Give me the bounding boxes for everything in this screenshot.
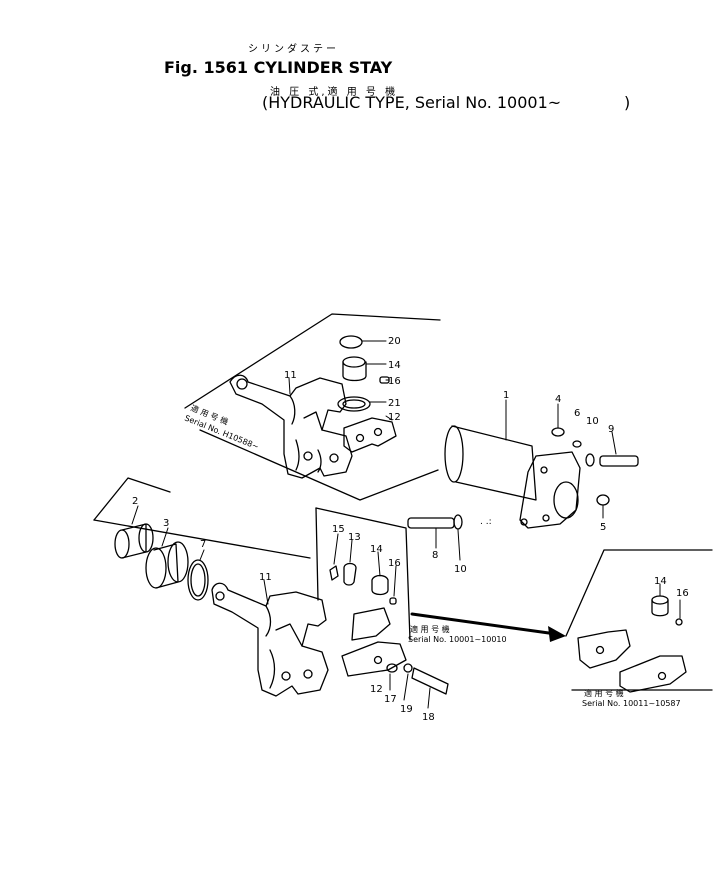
callout-12-top: 12: [388, 412, 401, 423]
mid-serial: Serial No. 10001~10010: [408, 635, 507, 644]
callout-16-right: 16: [676, 588, 689, 599]
cylinder-hardware: [551, 403, 639, 519]
callout-6: 6: [574, 408, 580, 419]
lower-bearings: [114, 505, 209, 601]
callout-21: 21: [388, 398, 401, 409]
callout-11-mid: 11: [259, 572, 272, 583]
hydraulic-cylinder: [444, 399, 581, 529]
callout-4: 4: [555, 394, 561, 405]
right-inset-serial-jp: 適 用 号 機: [584, 688, 624, 698]
callout-20: 20: [388, 336, 401, 347]
top-inset-clamp: [343, 417, 397, 453]
right-inset-serial: Serial No. 10011~10587: [582, 699, 681, 708]
type-japanese: 油 圧 式,適 用 号 機: [270, 87, 399, 98]
callout-9: 9: [608, 424, 614, 435]
top-cap-and-bushing: [337, 335, 390, 412]
lower-stay: [211, 579, 329, 697]
middle-panel-frame: [93, 477, 411, 641]
title-japanese: シリンダステー: [248, 44, 339, 55]
middle-clamp: [341, 607, 449, 709]
callout-3: 3: [163, 518, 169, 529]
callout-15: 15: [332, 524, 345, 535]
callout-14-top: 14: [388, 360, 401, 371]
callout-7: 7: [200, 539, 206, 550]
callout-2: 2: [132, 496, 138, 507]
right-inset-parts: [577, 583, 687, 693]
callout-10-top: 10: [586, 416, 599, 427]
svg-text:. .:: . .:: [480, 517, 492, 527]
callout-11-top: 11: [284, 370, 297, 381]
callout-16-top: 16: [388, 376, 401, 387]
pointer-arrow: [410, 612, 566, 642]
callout-13: 13: [348, 532, 361, 543]
callout-14-right: 14: [654, 576, 667, 587]
top-inset-stay: [229, 374, 353, 479]
callout-14-mid: 14: [370, 544, 383, 555]
callout-1: 1: [503, 390, 509, 401]
subtitle-close-paren: ): [624, 93, 631, 112]
top-leader-lines: [288, 340, 393, 421]
callout-8: 8: [432, 550, 438, 561]
callout-10-mid: 10: [454, 564, 467, 575]
right-inset-frame: [565, 549, 713, 691]
callout-19: 19: [400, 704, 413, 715]
callout-16-mid: 16: [388, 558, 401, 569]
pin-and-washer: . .:: [407, 514, 492, 561]
callout-17: 17: [384, 694, 397, 705]
figure-subtitle: (HYDRAULIC TYPE, Serial No. 10001~: [262, 93, 562, 112]
callout-18: 18: [422, 712, 435, 723]
middle-bushings: [329, 533, 397, 605]
callout-5: 5: [600, 522, 606, 533]
mid-serial-jp: 適 用 号 機: [410, 624, 450, 634]
callout-12-mid: 12: [370, 684, 383, 695]
figure-title: Fig. 1561 CYLINDER STAY: [164, 58, 393, 77]
